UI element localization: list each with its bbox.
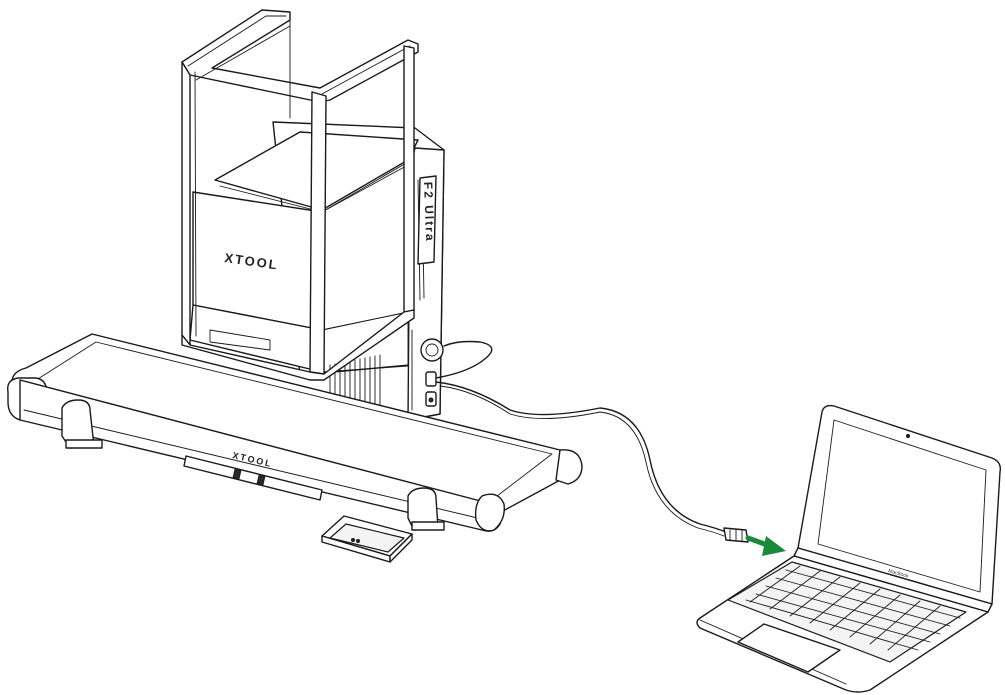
side-controls: [420, 338, 444, 407]
laser-machine: F2 Ultra XTOOL: [181, 9, 445, 421]
conveyor: XTOOL: [7, 333, 583, 532]
laptop-keyboard-label: MacBook: [887, 568, 909, 580]
control-pad: [321, 515, 413, 563]
usb-cable: [435, 340, 749, 543]
keyboard-keys: [745, 565, 961, 651]
conveyor-feet: [61, 399, 445, 531]
connect-arrow: [745, 535, 786, 556]
laptop: MacBook: [696, 404, 1002, 693]
model-label-area: F2 Ultra: [417, 175, 437, 265]
model-label: F2 Ultra: [421, 182, 437, 243]
enclosure-frame: [181, 9, 419, 381]
